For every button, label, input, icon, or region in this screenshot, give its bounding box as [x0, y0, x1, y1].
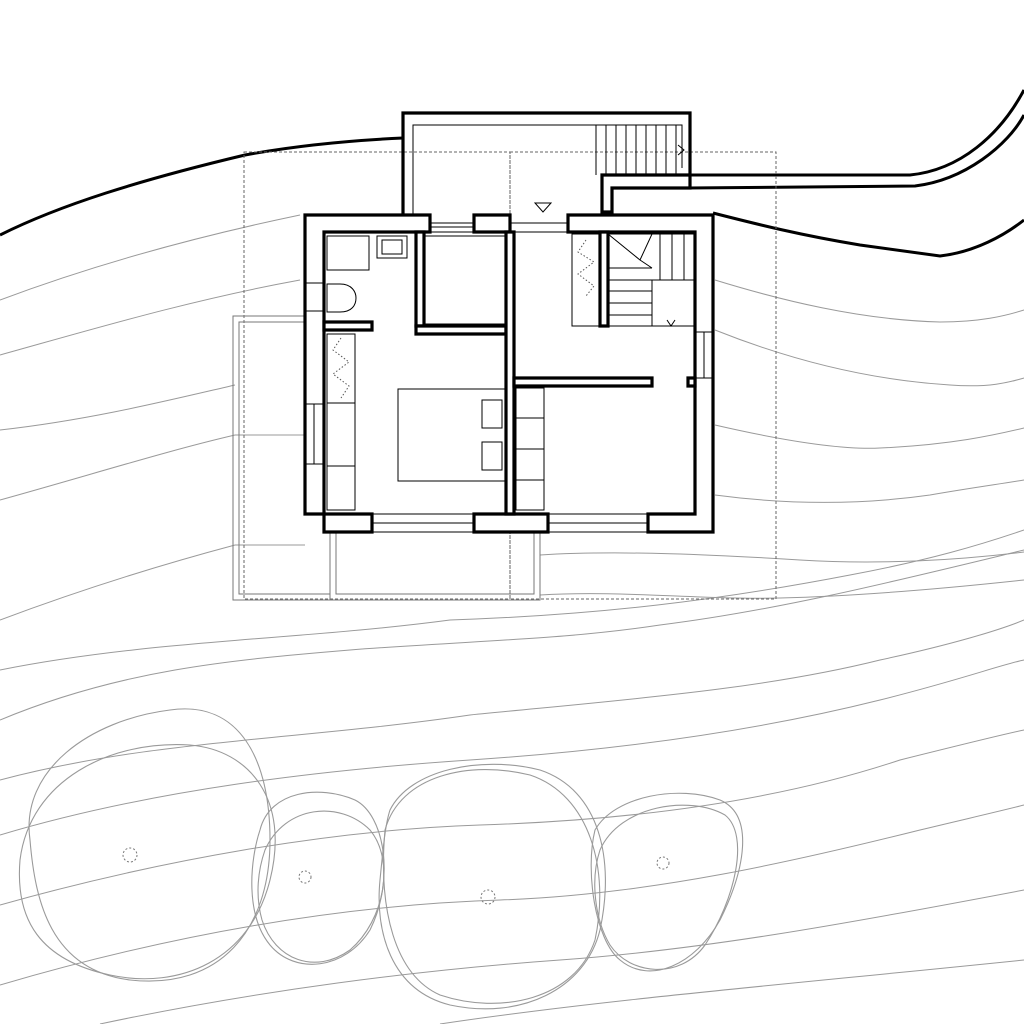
contour-line: [714, 479, 1024, 503]
retaining-wall-line: [0, 89, 1024, 258]
exterior-wall-south-mid: [472, 512, 550, 534]
entrance-stairs: [595, 125, 685, 175]
pillow-icon: [481, 399, 503, 429]
driveway-edge: [712, 211, 1024, 258]
sink-icon: [376, 235, 408, 259]
contour-line: [714, 424, 1024, 449]
contour-line: [0, 804, 1024, 986]
contour-line: [714, 279, 1024, 323]
stair-down-arrow-icon: [666, 319, 676, 327]
interior-wall-closet: [414, 230, 426, 328]
contour-line: [0, 279, 301, 356]
hanger-zigzag: [332, 337, 350, 399]
contour-line: [99, 889, 1024, 1024]
pillow-icon: [481, 441, 503, 471]
windows: [304, 222, 714, 533]
interior-wall-bath-south: [322, 320, 374, 332]
contour-line: [0, 214, 301, 301]
window-west-bath: [304, 282, 325, 312]
east-terrain-edge-lower: [686, 114, 1024, 190]
interior-wall-bed2-north: [512, 376, 654, 388]
tree-trunk-icon: [298, 870, 312, 884]
south-balcony: [329, 528, 541, 601]
hanger-zigzag: [577, 239, 595, 297]
deck-inner-line: [412, 124, 683, 215]
north-terrain-edge: [0, 136, 404, 237]
contour-line: [539, 579, 1024, 599]
closet-interior: [423, 235, 507, 325]
tree-trunk-icon: [656, 856, 670, 870]
terrace-outline-outer: [232, 315, 330, 601]
bathroom: [326, 235, 408, 313]
tree: [378, 763, 606, 1010]
trees: [18, 708, 744, 1010]
contour-line: [0, 384, 236, 431]
hall-wardrobe: [571, 233, 601, 327]
east-terrain-edge-upper: [687, 89, 1024, 177]
tree: [18, 708, 276, 982]
closet: [423, 235, 507, 325]
contour-line: [439, 959, 1024, 1024]
bedroom-2: [515, 387, 545, 511]
interior-wall-closet-south: [414, 324, 508, 336]
wardrobe: [326, 333, 356, 511]
interior-wall-bed2-east: [686, 376, 697, 388]
contour-line: [714, 329, 1024, 387]
roof-outline-west: [243, 151, 511, 600]
stair-arrow-icon: [677, 144, 685, 156]
contour-line: [0, 729, 1024, 906]
terrace-outline-inner: [238, 321, 330, 595]
deck-wall: [401, 111, 692, 215]
interior-wall-stair: [598, 230, 610, 328]
tree: [590, 792, 744, 972]
interior-wall-central: [504, 230, 516, 516]
west-terrace: [232, 315, 330, 601]
house-walls: [303, 213, 715, 534]
contour-line: [0, 434, 236, 501]
stair-treads: [607, 233, 695, 326]
contour-lines: [0, 214, 1024, 1024]
master-bedroom: [326, 333, 507, 511]
exterior-wall: [303, 213, 432, 534]
contour-line: [0, 544, 236, 621]
contour-line: [0, 619, 1024, 781]
bathtub-icon: [326, 235, 370, 271]
exterior-wall-north: [472, 213, 512, 234]
contour-line: [0, 549, 1024, 721]
double-bed-icon: [397, 388, 507, 482]
balcony-outline-outer: [329, 528, 541, 601]
tree-trunk-icon: [122, 847, 138, 863]
contour-line: [0, 659, 1024, 836]
tree: [251, 791, 385, 965]
balcony-outline-inner: [335, 528, 535, 595]
tree-trunk-icon: [480, 889, 496, 905]
contour-line: [539, 551, 1024, 563]
staircase: [571, 233, 696, 327]
entrance-deck: [401, 111, 692, 215]
door-north-entry: [509, 222, 569, 233]
toilet-icon: [326, 283, 357, 313]
exterior-wall-north-east: [566, 213, 715, 534]
entrance-triangle-icon: [533, 202, 553, 213]
